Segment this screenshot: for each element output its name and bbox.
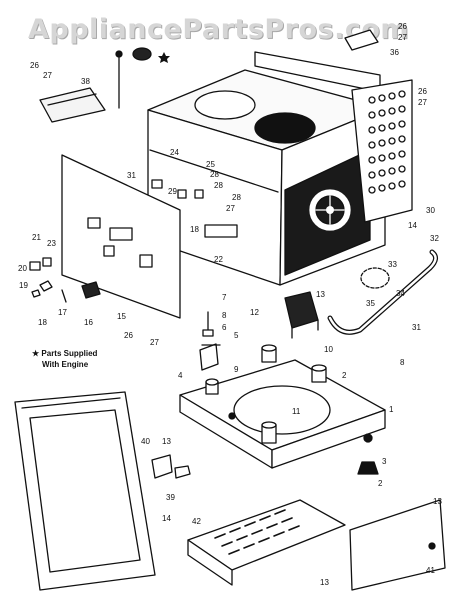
door-frame bbox=[14, 391, 156, 591]
callout: 27 bbox=[150, 338, 159, 347]
callout: 36 bbox=[390, 48, 399, 57]
callout: 18 bbox=[190, 225, 199, 234]
callout: 31 bbox=[127, 171, 136, 180]
callout: 5 bbox=[234, 331, 239, 340]
callout: 3 bbox=[382, 457, 387, 466]
callout: 1 bbox=[389, 405, 394, 414]
callout: 29 bbox=[168, 187, 177, 196]
callout: 38 bbox=[81, 77, 90, 86]
callout: 14 bbox=[408, 221, 417, 230]
callout: 15 bbox=[117, 312, 126, 321]
callout: 17 bbox=[58, 308, 67, 317]
note-text-1: Parts Supplied bbox=[41, 349, 98, 358]
motor-assembly bbox=[199, 311, 221, 371]
tray-vents bbox=[214, 509, 300, 555]
parts-note: ★ Parts Supplied With Engine bbox=[32, 348, 97, 370]
callout: 12 bbox=[250, 308, 259, 317]
callout: 21 bbox=[32, 233, 41, 242]
callout: 28 bbox=[214, 181, 223, 190]
callout: 22 bbox=[214, 255, 223, 264]
callout: 27 bbox=[43, 71, 52, 80]
callout: 27 bbox=[418, 98, 427, 107]
callout: 28 bbox=[210, 170, 219, 179]
callout: 40 bbox=[141, 437, 150, 446]
callout: 34 bbox=[396, 289, 405, 298]
callout: 4 bbox=[178, 371, 183, 380]
callout: 16 bbox=[84, 318, 93, 327]
callout: 35 bbox=[366, 299, 375, 308]
watermark: AppliancePartsPros.com bbox=[28, 14, 410, 45]
callout: 28 bbox=[232, 193, 241, 202]
base-platform bbox=[179, 344, 386, 475]
control-panel bbox=[61, 154, 181, 319]
callout: 26 bbox=[124, 331, 133, 340]
long-screw bbox=[115, 50, 123, 109]
callout: 11 bbox=[292, 407, 301, 416]
callout: 2 bbox=[342, 371, 347, 380]
callout: 42 bbox=[192, 517, 201, 526]
callout: 7 bbox=[222, 293, 227, 302]
callout: 26 bbox=[418, 87, 427, 96]
switches bbox=[29, 257, 101, 303]
callout: 9 bbox=[234, 365, 239, 374]
callout-labels: 26 27 38 26 27 36 26 27 24 25 28 31 29 2… bbox=[18, 22, 442, 587]
callout: 2 bbox=[378, 479, 383, 488]
callout: 23 bbox=[47, 239, 56, 248]
callout: 26 bbox=[398, 22, 407, 31]
callout: 10 bbox=[324, 345, 333, 354]
callout: 8 bbox=[222, 311, 227, 320]
callout: 41 bbox=[426, 566, 435, 575]
callout: 18 bbox=[38, 318, 47, 327]
callout: 6 bbox=[222, 323, 227, 332]
callout: 24 bbox=[170, 148, 179, 157]
callout: 31 bbox=[412, 323, 421, 332]
callout: 20 bbox=[18, 264, 27, 273]
top-plate-left bbox=[39, 87, 106, 123]
transformer bbox=[284, 291, 319, 339]
small-block bbox=[151, 454, 191, 479]
callout: 32 bbox=[430, 234, 439, 243]
main-cabinet bbox=[147, 29, 413, 286]
cover-plate bbox=[349, 499, 446, 591]
knob bbox=[132, 47, 170, 63]
callout: 13 bbox=[316, 290, 325, 299]
coil-array bbox=[368, 90, 406, 194]
note-line-1: ★ Parts Supplied bbox=[32, 349, 98, 358]
callout: 8 bbox=[400, 358, 405, 367]
callout: 39 bbox=[166, 493, 175, 502]
door-handle bbox=[327, 249, 438, 335]
callout: 13 bbox=[433, 497, 442, 506]
callout: 14 bbox=[162, 514, 171, 523]
bottom-tray bbox=[187, 499, 346, 586]
callout: 26 bbox=[30, 61, 39, 70]
callout: 33 bbox=[388, 260, 397, 269]
note-line-2: With Engine bbox=[42, 360, 89, 369]
callout: 30 bbox=[426, 206, 435, 215]
callout: 13 bbox=[162, 437, 171, 446]
callout: 19 bbox=[19, 281, 28, 290]
callout: 13 bbox=[320, 578, 329, 587]
callout: 25 bbox=[206, 160, 215, 169]
callout: 27 bbox=[398, 33, 407, 42]
callout: 27 bbox=[226, 204, 235, 213]
